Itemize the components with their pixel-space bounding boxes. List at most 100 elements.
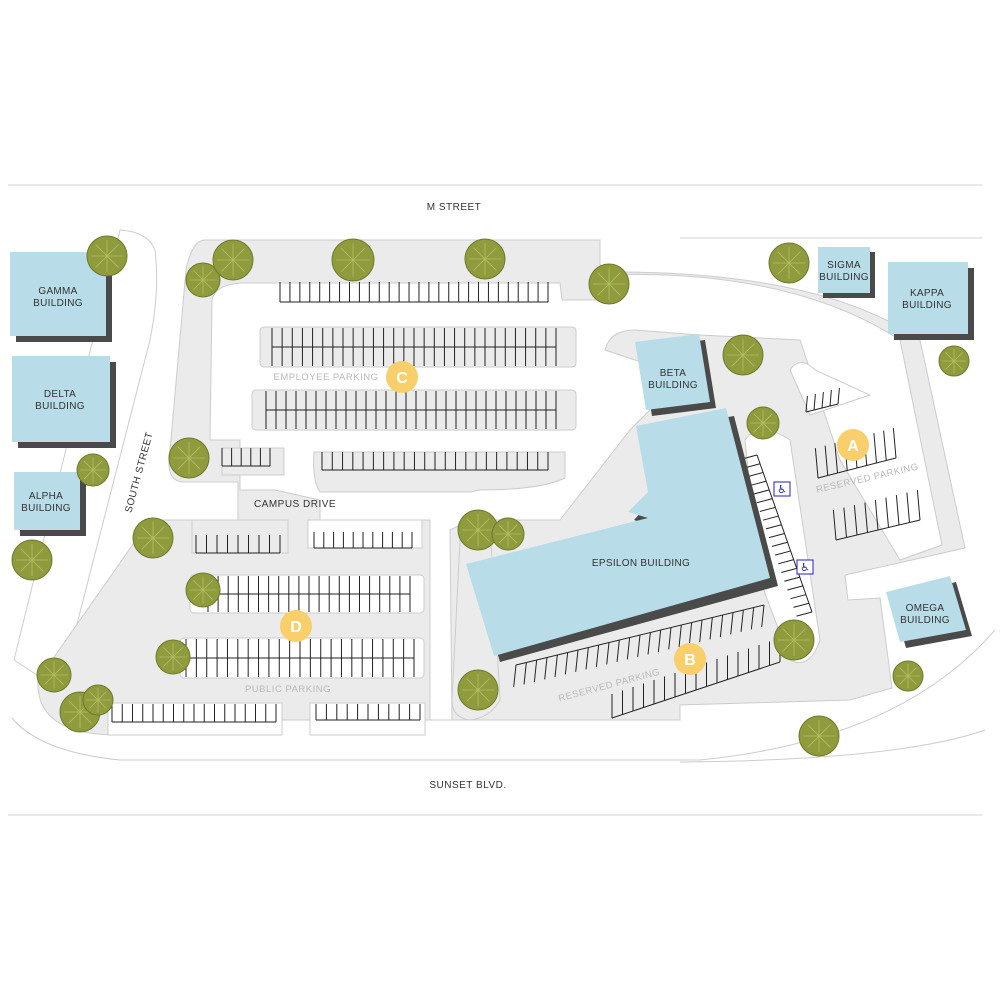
parking-stall-line [750, 480, 767, 486]
parking-stall-line [626, 637, 631, 660]
parking-stall-line [740, 609, 744, 632]
parking-stall-line [585, 647, 589, 670]
tree-icon [36, 657, 72, 693]
omega-building[interactable]: OMEGA BUILDING [886, 576, 972, 648]
parking-stall-line [864, 502, 868, 533]
tree-icon [768, 242, 810, 284]
parking-stall-line [843, 507, 847, 538]
accessible-parking-icons: ♿ ♿ [773, 481, 814, 575]
parking-stall-line [616, 639, 620, 662]
tree-icon [168, 437, 210, 479]
parking-stall-line [837, 388, 840, 405]
parking-stall-line [595, 644, 600, 667]
gamma-building-label: GAMMA [38, 286, 77, 297]
parking-row-line [756, 454, 813, 613]
parking-stall-line [768, 533, 785, 539]
parking-stall-line [747, 471, 764, 478]
delta-building-label-2: BUILDING [35, 401, 85, 412]
parking-stall-line [784, 576, 800, 582]
parking-stall-line [796, 611, 813, 617]
sigma-building[interactable]: SIGMA BUILDING [818, 247, 875, 298]
kappa-building-label: KAPPA [910, 288, 944, 299]
campus-drive-label: CAMPUS DRIVE [254, 499, 336, 510]
parking-stall-line [750, 607, 755, 630]
accessible-parking-icon: ♿ [773, 481, 791, 497]
marker-d[interactable]: D [280, 610, 312, 642]
public-parking-label: PUBLIC PARKING [245, 684, 331, 695]
parking-stall-line [699, 619, 703, 642]
parking-stall-line [533, 659, 538, 682]
tree-icon [457, 669, 499, 711]
parking-stall-line [813, 394, 816, 411]
tree-icon [746, 406, 780, 440]
parking-stall-line [564, 652, 569, 675]
beta-building[interactable]: BETA BUILDING [635, 334, 716, 416]
street-lines [8, 184, 982, 816]
alpha-building-label: ALPHA [29, 491, 63, 502]
svg-text:♿: ♿ [777, 483, 787, 496]
marker-b-letter: B [684, 652, 696, 669]
parking-stall-line [793, 602, 810, 608]
parking-row-line [805, 403, 839, 413]
parking-stall-line [805, 396, 808, 413]
parking-stall-line [781, 567, 797, 574]
south-street-label: SOUTH STREET [124, 431, 156, 514]
omega-building-label-2: BUILDING [900, 615, 950, 626]
tree-icon [464, 238, 506, 280]
parking-stall-line [883, 430, 887, 461]
epsilon-building[interactable]: EPSILON BUILDING [466, 408, 778, 662]
omega-building-label: OMEGA [906, 603, 945, 614]
parking-stall-line [637, 634, 641, 657]
marker-c[interactable]: C [386, 361, 418, 393]
employee-parking-label: EMPLOYEE PARKING [274, 372, 379, 383]
parking-stall-line [790, 594, 807, 600]
sigma-building-label: SIGMA [827, 260, 861, 271]
tree-icon [773, 619, 815, 661]
marker-a-letter: A [847, 438, 859, 455]
tree-icon [938, 345, 970, 377]
parking-stall-line [906, 492, 910, 523]
parking-stall-line [544, 657, 548, 680]
parking-row-line [611, 661, 781, 719]
parking-stall-line [829, 390, 832, 407]
parking-row-line [817, 457, 897, 479]
alpha-building[interactable]: ALPHA BUILDING [14, 472, 86, 536]
parking-stall-line [647, 632, 651, 655]
delta-building[interactable]: DELTA BUILDING [12, 356, 116, 448]
markers: A B C D [280, 361, 869, 675]
parking-stall-line [678, 624, 682, 647]
parking-stall-line [709, 617, 713, 640]
alpha-building-label-2: BUILDING [21, 503, 71, 514]
parking-stall-line [657, 629, 662, 652]
parking-stall-line [787, 585, 803, 591]
tree-icon [82, 684, 114, 716]
tree-icon [892, 660, 924, 692]
tree-icon [457, 509, 499, 551]
parking-stall-line [554, 654, 558, 677]
kappa-building[interactable]: KAPPA BUILDING [888, 262, 974, 340]
parking-stall-line [753, 489, 770, 495]
parking-stall-line [778, 559, 794, 565]
tree-icon [212, 239, 254, 281]
tree-icon [185, 262, 221, 298]
beta-building-label-2: BUILDING [648, 380, 698, 391]
accessible-parking-icon: ♿ [796, 559, 814, 575]
tree-icon [132, 517, 174, 559]
parking-stall-line [834, 443, 838, 474]
marker-d-letter: D [290, 619, 302, 636]
parking-stall-line [761, 604, 765, 627]
parking-stall-line [759, 506, 776, 512]
parking-stall-line [688, 622, 693, 645]
marker-a[interactable]: A [837, 429, 869, 461]
parking-stall-line [606, 642, 610, 665]
parking-stall-line [756, 498, 773, 504]
marker-b[interactable]: B [674, 643, 706, 675]
parking-stall-line [821, 392, 824, 409]
trees [11, 235, 970, 757]
parking-stall-line [814, 448, 819, 479]
parking-stall-line [523, 662, 527, 685]
parking-stall-line [730, 612, 734, 635]
gamma-building[interactable]: GAMMA BUILDING [10, 252, 112, 342]
tree-icon [588, 263, 630, 305]
